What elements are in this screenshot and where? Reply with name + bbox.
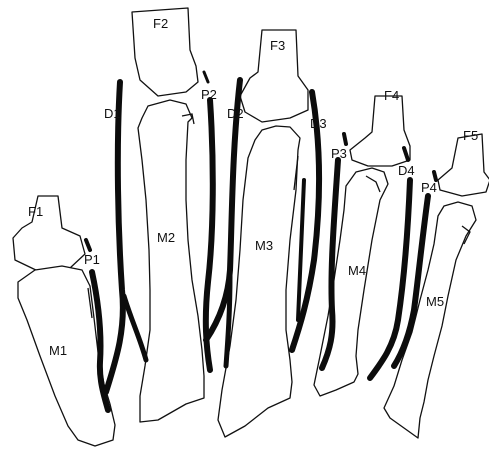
label-p2: P2	[201, 87, 217, 102]
label-d3: D3	[310, 116, 327, 131]
label-f4: F4	[384, 88, 399, 103]
label-p4: P4	[421, 180, 437, 195]
band-d3-mid	[298, 180, 304, 320]
band-p1-top	[86, 240, 90, 250]
metacarpal-m2	[138, 100, 204, 422]
label-p3: P3	[331, 146, 347, 161]
label-m3: M3	[255, 238, 273, 253]
label-f5: F5	[463, 128, 478, 143]
band-d1	[106, 82, 123, 392]
label-m4: M4	[348, 263, 366, 278]
label-d1: D1	[104, 106, 121, 121]
label-f3: F3	[270, 38, 285, 53]
band-p3-top	[344, 134, 346, 144]
label-p1: P1	[84, 252, 100, 267]
label-d4: D4	[398, 163, 415, 178]
phalanx-f1	[13, 196, 85, 272]
label-f2: F2	[153, 16, 168, 31]
phalanx-f5	[438, 134, 489, 196]
band-p2-top	[204, 72, 208, 82]
band-p4-top	[434, 172, 436, 180]
band-d1-to-m2	[124, 296, 146, 360]
phalanx-f4	[350, 96, 410, 166]
label-m2: M2	[157, 230, 175, 245]
label-f1: F1	[28, 204, 43, 219]
label-m5: M5	[426, 294, 444, 309]
label-d2: D2	[227, 106, 244, 121]
label-m1: M1	[49, 343, 67, 358]
